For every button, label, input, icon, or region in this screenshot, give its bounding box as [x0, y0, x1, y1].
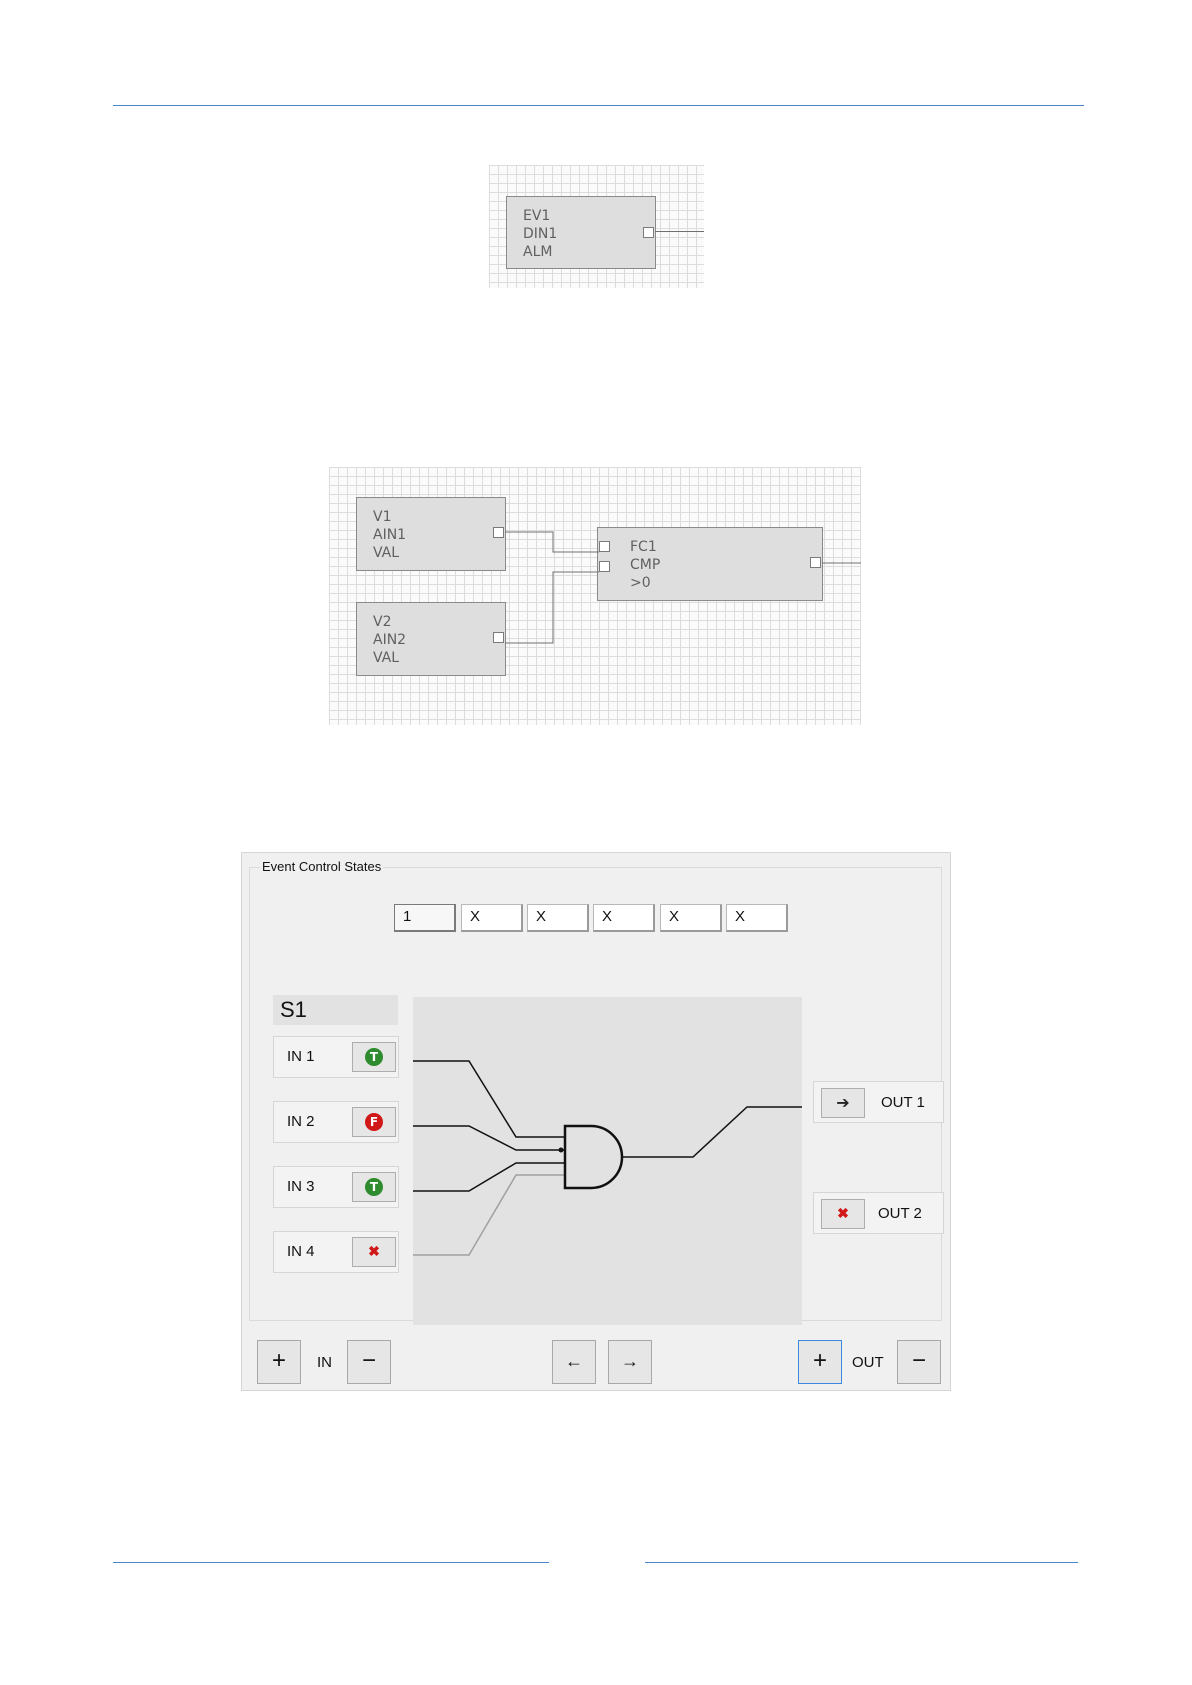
add-input-button[interactable]: +: [257, 1340, 301, 1384]
remove-input-button[interactable]: −: [347, 1340, 391, 1384]
output-state-button-2[interactable]: ✖: [821, 1199, 865, 1229]
input-state-button-3[interactable]: T: [352, 1172, 396, 1202]
event-control-panel: Event Control States 1 X X X X X S1 IN 1…: [241, 852, 951, 1391]
input-row-4: IN 4 ✖: [273, 1231, 399, 1273]
junction-dot: [559, 1148, 564, 1153]
output-row-1: ➔ OUT 1: [813, 1081, 944, 1123]
output-label-2: OUT 2: [878, 1205, 922, 1222]
output-row-2: ✖ OUT 2: [813, 1192, 944, 1234]
input-row-3: IN 3 T: [273, 1166, 399, 1208]
input-state-button-1[interactable]: T: [352, 1042, 396, 1072]
remove-output-button[interactable]: −: [897, 1340, 941, 1384]
logic-canvas: [413, 997, 802, 1325]
input-label-3: IN 3: [287, 1178, 315, 1195]
event-control-states-group: Event Control States 1 X X X X X S1 IN 1…: [249, 867, 942, 1321]
compare-wires: [329, 467, 861, 725]
true-icon: T: [365, 1048, 383, 1066]
input-count-label: IN: [317, 1354, 332, 1371]
add-output-button[interactable]: +: [798, 1340, 842, 1384]
event-block-line-3: ALM: [523, 243, 655, 261]
event-block-line-1: EV1: [523, 207, 655, 225]
header-rule: [113, 105, 1084, 106]
v2-to-fc1-wire: [505, 572, 599, 643]
in4-wire: [413, 1175, 565, 1255]
input-label-1: IN 1: [287, 1048, 315, 1065]
output-state-button-1[interactable]: ➔: [821, 1088, 865, 1118]
state-label: S1: [273, 995, 398, 1025]
state-box-2[interactable]: X: [461, 904, 523, 932]
event-output-port[interactable]: [643, 227, 654, 238]
v1-to-fc1-wire: [505, 532, 599, 552]
and-gate: [565, 1126, 622, 1188]
state-box-6[interactable]: X: [726, 904, 788, 932]
state-box-5[interactable]: X: [660, 904, 722, 932]
footer-rule-right: [645, 1562, 1078, 1563]
state-box-1[interactable]: 1: [394, 904, 456, 932]
in3-wire: [413, 1163, 565, 1191]
in2-wire: [413, 1126, 565, 1150]
unused-icon: ✖: [353, 1243, 395, 1260]
next-state-button[interactable]: →: [608, 1340, 652, 1384]
input-state-button-4[interactable]: ✖: [352, 1237, 396, 1267]
diagram-compare-grid: V1 AIN1 VAL V2 AIN2 VAL FC1 CMP >0: [329, 467, 861, 725]
out1-wire: [622, 1107, 802, 1157]
event-block-line-2: DIN1: [523, 225, 655, 243]
input-label-4: IN 4: [287, 1243, 315, 1260]
input-row-1: IN 1 T: [273, 1036, 399, 1078]
event-output-wire: [655, 231, 704, 232]
previous-state-button[interactable]: ←: [552, 1340, 596, 1384]
diagram-event-grid: EV1 DIN1 ALM: [489, 165, 704, 288]
footer-rule-left: [113, 1562, 549, 1563]
arrow-right-icon: ➔: [822, 1093, 864, 1113]
unused-icon: ✖: [822, 1205, 864, 1222]
state-box-3[interactable]: X: [527, 904, 589, 932]
state-box-4[interactable]: X: [593, 904, 655, 932]
input-row-2: IN 2 F: [273, 1101, 399, 1143]
and-gate-diagram: [413, 997, 802, 1325]
output-count-label: OUT: [852, 1354, 884, 1371]
group-title: Event Control States: [260, 859, 383, 874]
true-icon: T: [365, 1178, 383, 1196]
false-icon: F: [365, 1113, 383, 1131]
event-block[interactable]: EV1 DIN1 ALM: [506, 196, 656, 269]
input-label-2: IN 2: [287, 1113, 315, 1130]
input-state-button-2[interactable]: F: [352, 1107, 396, 1137]
output-label-1: OUT 1: [881, 1094, 925, 1111]
